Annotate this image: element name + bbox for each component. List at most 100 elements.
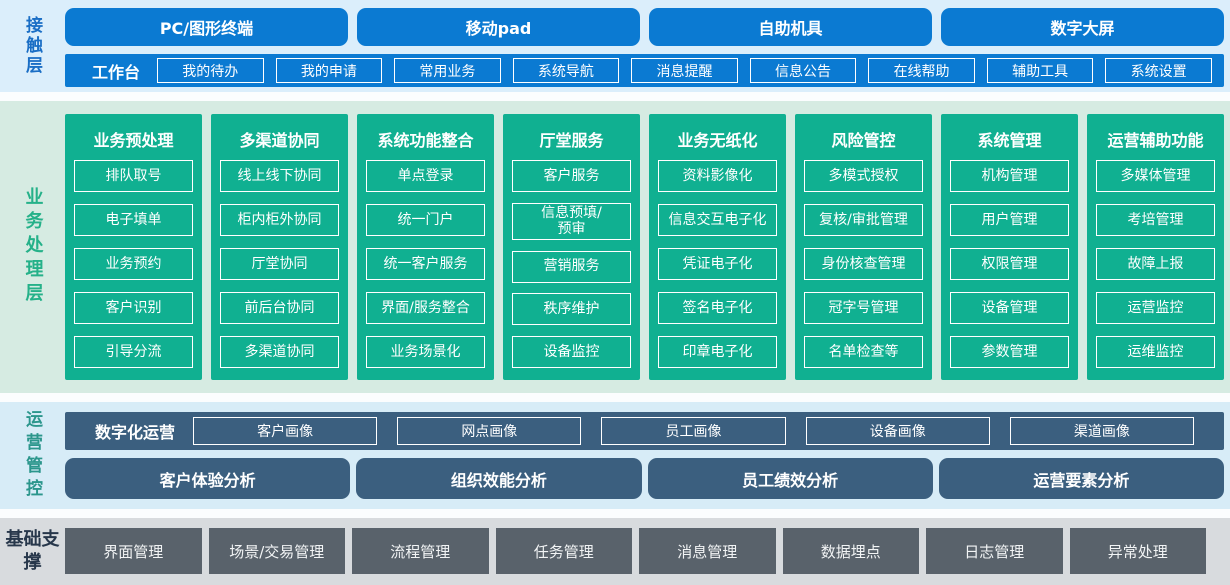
business-module-box: 设备管理 [950, 292, 1069, 324]
analysis-box: 员工绩效分析 [647, 458, 933, 499]
business-column: 厅堂服务客户服务信息预填/ 预审营销服务秩序维护设备监控 [503, 114, 640, 380]
business-module-box: 冠字号管理 [804, 292, 923, 324]
business-module-box: 电子填单 [74, 204, 193, 236]
business-column-title: 业务无纸化 [677, 131, 758, 150]
workbench-label: 工作台 [92, 62, 141, 82]
business-column-title: 运营辅助功能 [1107, 131, 1204, 150]
workbench-item: 常用业务 [394, 58, 501, 83]
business-module-box: 权限管理 [950, 248, 1069, 280]
business-module-box: 签名电子化 [658, 292, 777, 324]
business-module-box: 秩序维护 [512, 293, 631, 326]
business-column: 风险管控多模式授权复核/审批管理身份核查管理冠字号管理名单检查等 [795, 114, 932, 380]
business-column-items: 线上线下协同柜内柜外协同厅堂协同前后台协同多渠道协同 [220, 160, 339, 368]
business-module-box: 统一客户服务 [366, 248, 485, 280]
business-column-title: 多渠道协同 [239, 131, 320, 150]
business-module-box: 故障上报 [1096, 248, 1215, 280]
digital-profile-box: 员工画像 [601, 417, 786, 445]
business-column: 运营辅助功能多媒体管理考培管理故障上报运营监控运维监控 [1087, 114, 1224, 380]
business-module-box: 排队取号 [74, 160, 193, 192]
business-processing-layer: 业务处理层 业务预处理排队取号电子填单业务预约客户识别引导分流多渠道协同线上线下… [0, 101, 1230, 393]
foundation-box: 任务管理 [495, 528, 632, 574]
business-module-box: 界面/服务整合 [366, 292, 485, 324]
business-module-box: 业务预约 [74, 248, 193, 280]
business-column: 系统管理机构管理用户管理权限管理设备管理参数管理 [941, 114, 1078, 380]
business-module-box: 引导分流 [74, 336, 193, 368]
foundation-layer-label: 基础支撑 [5, 529, 60, 573]
business-module-box: 前后台协同 [220, 292, 339, 324]
business-module-box: 参数管理 [950, 336, 1069, 368]
business-module-box: 信息预填/ 预审 [512, 202, 631, 241]
workbench-item: 系统设置 [1105, 58, 1212, 83]
business-module-box: 业务场景化 [366, 336, 485, 368]
business-column-items: 多媒体管理考培管理故障上报运营监控运维监控 [1096, 160, 1215, 368]
business-column-items: 客户服务信息预填/ 预审营销服务秩序维护设备监控 [512, 160, 631, 368]
workbench-bar: 工作台 我的待办我的申请常用业务系统导航消息提醒信息公告在线帮助辅助工具系统设置 [65, 54, 1224, 87]
workbench-item: 我的待办 [157, 58, 264, 83]
digital-operation-items: 客户画像网点画像员工画像设备画像渠道画像 [193, 417, 1224, 445]
business-module-box: 名单检查等 [804, 336, 923, 368]
business-column-items: 资料影像化信息交互电子化凭证电子化签名电子化印章电子化 [658, 160, 777, 368]
business-column: 系统功能整合单点登录统一门户统一客户服务界面/服务整合业务场景化 [357, 114, 494, 380]
foundation-box: 日志管理 [926, 528, 1063, 574]
terminal-button: PC/图形终端 [65, 8, 348, 46]
business-column-title: 业务预处理 [93, 131, 174, 150]
business-column-items: 单点登录统一门户统一客户服务界面/服务整合业务场景化 [366, 160, 485, 368]
workbench-items: 我的待办我的申请常用业务系统导航消息提醒信息公告在线帮助辅助工具系统设置 [157, 58, 1224, 83]
terminal-button: 移动pad [357, 8, 640, 46]
business-column-title: 风险管控 [831, 131, 896, 150]
business-module-box: 统一门户 [366, 204, 485, 236]
digital-profile-box: 网点画像 [397, 417, 582, 445]
business-module-box: 多渠道协同 [220, 336, 339, 368]
digital-profile-box: 渠道画像 [1009, 417, 1195, 445]
business-module-box: 多媒体管理 [1096, 160, 1215, 192]
foundation-box: 消息管理 [639, 528, 776, 574]
business-module-box: 用户管理 [950, 204, 1069, 236]
business-module-box: 资料影像化 [658, 160, 777, 192]
business-module-box: 多模式授权 [804, 160, 923, 192]
analysis-box: 运营要素分析 [938, 458, 1224, 499]
business-module-box: 客户识别 [74, 292, 193, 324]
business-layer-label: 业务处理层 [22, 187, 44, 307]
business-column-title: 系统功能整合 [377, 131, 474, 150]
analysis-box: 组织效能分析 [356, 458, 642, 499]
business-column-items: 机构管理用户管理权限管理设备管理参数管理 [950, 160, 1069, 368]
foundation-box: 流程管理 [352, 528, 489, 574]
digital-profile-box: 客户画像 [193, 417, 378, 445]
foundation-box: 数据埋点 [782, 528, 919, 574]
digital-operation-bar: 数字化运营 客户画像网点画像员工画像设备画像渠道画像 [65, 412, 1224, 450]
digital-operation-label: 数字化运营 [95, 423, 176, 442]
foundation-box: 场景/交易管理 [208, 528, 345, 574]
workbench-item: 辅助工具 [986, 58, 1094, 83]
business-module-box: 运维监控 [1096, 336, 1215, 368]
operation-management-layer: 运营管控 数字化运营 客户画像网点画像员工画像设备画像渠道画像 客户体验分析组织… [0, 402, 1230, 509]
business-column-title: 厅堂服务 [539, 131, 604, 150]
workbench-item: 在线帮助 [868, 58, 975, 83]
workbench-item: 系统导航 [512, 58, 620, 83]
operation-layer-label: 运营管控 [22, 409, 42, 502]
workbench-item: 消息提醒 [631, 58, 738, 83]
business-module-box: 客户服务 [512, 160, 631, 192]
business-columns: 业务预处理排队取号电子填单业务预约客户识别引导分流多渠道协同线上线下协同柜内柜外… [65, 101, 1230, 393]
terminal-button: 数字大屏 [941, 8, 1224, 46]
contact-layer-label: 接触层 [22, 16, 42, 76]
workbench-item: 我的申请 [275, 58, 383, 83]
business-module-box: 单点登录 [366, 160, 485, 192]
operation-layer-body: 数字化运营 客户画像网点画像员工画像设备画像渠道画像 客户体验分析组织效能分析员… [65, 402, 1230, 509]
business-module-box: 设备监控 [512, 335, 631, 368]
business-module-box: 机构管理 [950, 160, 1069, 192]
foundation-items: 界面管理场景/交易管理流程管理任务管理消息管理数据埋点日志管理异常处理 [65, 518, 1230, 585]
business-column: 多渠道协同线上线下协同柜内柜外协同厅堂协同前后台协同多渠道协同 [211, 114, 348, 380]
analysis-row: 客户体验分析组织效能分析员工绩效分析运营要素分析 [65, 458, 1224, 499]
business-module-box: 凭证电子化 [658, 248, 777, 280]
digital-profile-box: 设备画像 [805, 417, 990, 445]
business-module-box: 复核/审批管理 [804, 204, 923, 236]
business-module-box: 身份核查管理 [804, 248, 923, 280]
foundation-box: 界面管理 [65, 528, 202, 574]
business-module-box: 运营监控 [1096, 292, 1215, 324]
business-column: 业务预处理排队取号电子填单业务预约客户识别引导分流 [65, 114, 202, 380]
business-column-items: 排队取号电子填单业务预约客户识别引导分流 [74, 160, 193, 368]
